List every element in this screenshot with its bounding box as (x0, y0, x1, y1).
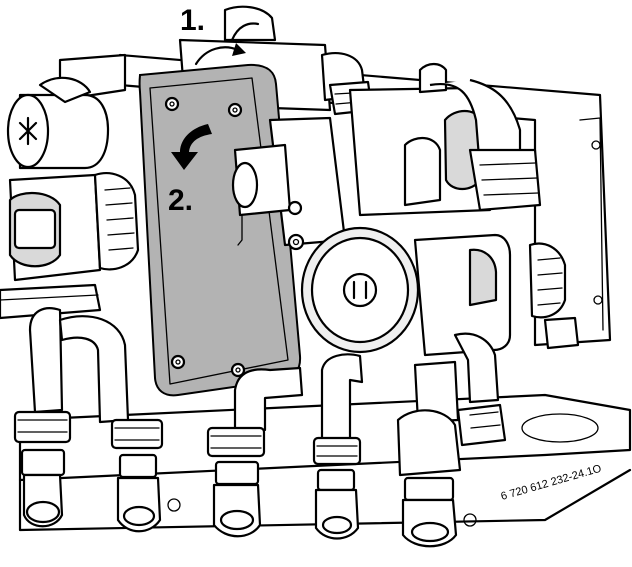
bottom-connections (13, 403, 507, 548)
expansion-band (0, 283, 102, 320)
bolt-bottom-right (230, 362, 246, 378)
bolt-bottom-left (170, 354, 186, 370)
connection-2 (110, 418, 181, 533)
connection-4 (312, 436, 362, 540)
bolt-top-left (164, 96, 180, 112)
upper-right-assembly (348, 62, 542, 217)
circulation-pump (287, 200, 580, 357)
step-2-label: 2. (168, 184, 193, 217)
curved-arrow-down-icon (171, 124, 212, 170)
curved-arrow-icon (194, 43, 246, 66)
heat-exchanger-plate (138, 63, 302, 397)
reference-code: 6 720 612 232-24.1O (500, 463, 604, 503)
pipework (28, 307, 500, 442)
bolt-top-right (227, 102, 243, 118)
connection-5 (396, 403, 507, 548)
diverter-valve (6, 76, 140, 282)
connection-3 (206, 426, 266, 538)
connection-1 (13, 410, 72, 528)
step-1-label: 1. (180, 4, 205, 37)
